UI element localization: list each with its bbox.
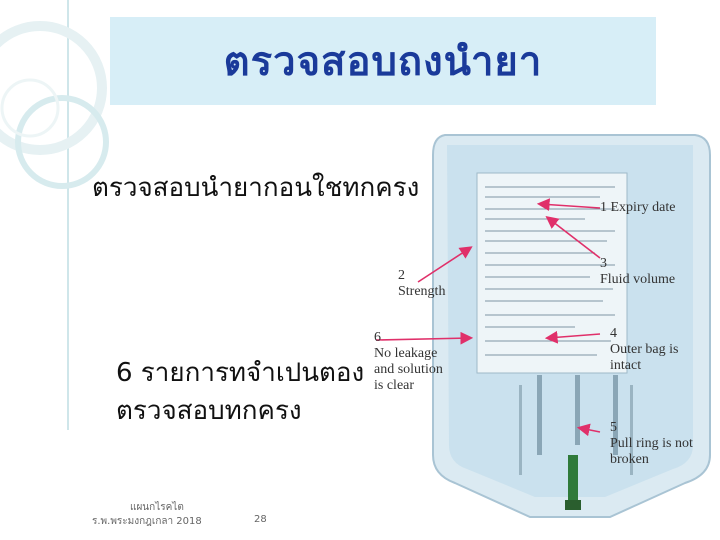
label-number: 4 [610, 326, 617, 341]
label-number: 2 [398, 268, 405, 283]
arrow-fluid-volume [545, 216, 601, 259]
instruction-line-3: ตรวจสอบทกครง [116, 396, 302, 426]
arrow-outer-bag [544, 330, 601, 344]
slide-title: ตรวจสอบถงนำยา [223, 39, 543, 85]
footer-author: แผนกไรคไต [130, 502, 184, 513]
instruction-line-1: ตรวจสอบนำยากอนใชทกครง [92, 173, 420, 203]
arrow-strength [417, 246, 473, 283]
label-text: Expiry date [610, 200, 676, 215]
instruction-line-2: 6 รายการทจำเปนตอง [116, 358, 365, 388]
label-pull-ring: 5 Pull ring is not broken [610, 420, 705, 468]
arrow-expiry [536, 198, 601, 212]
iv-bag-illustration [432, 134, 711, 518]
label-text: No leakage and solution is clear [374, 346, 443, 393]
label-number: 3 [600, 256, 607, 271]
title-banner: ตรวจสอบถงนำยา [110, 17, 656, 105]
label-text: Strength [398, 284, 446, 299]
label-number: 6 [374, 330, 381, 345]
label-number: 1 [600, 200, 607, 215]
page-number: 28 [254, 514, 267, 525]
label-text: Fluid volume [600, 272, 676, 287]
label-fluid-volume: 3 Fluid volume [600, 256, 700, 288]
label-text: Pull ring is not broken [610, 436, 693, 467]
arrow-leakage [375, 331, 474, 345]
label-no-leakage: 6 No leakage and solution is clear [374, 330, 454, 394]
label-strength: 2 Strength [398, 268, 445, 300]
footer-org-date: ร.พ.พระมงกฎเกลา 2018 [92, 516, 202, 527]
arrow-pull-ring [576, 423, 601, 437]
label-outer-bag-intact: 4 Outer bag is intact [610, 326, 705, 374]
label-number: 5 [610, 420, 617, 435]
label-text: Outer bag is intact [610, 342, 679, 373]
label-expiry-date: 1 Expiry date [600, 200, 675, 216]
